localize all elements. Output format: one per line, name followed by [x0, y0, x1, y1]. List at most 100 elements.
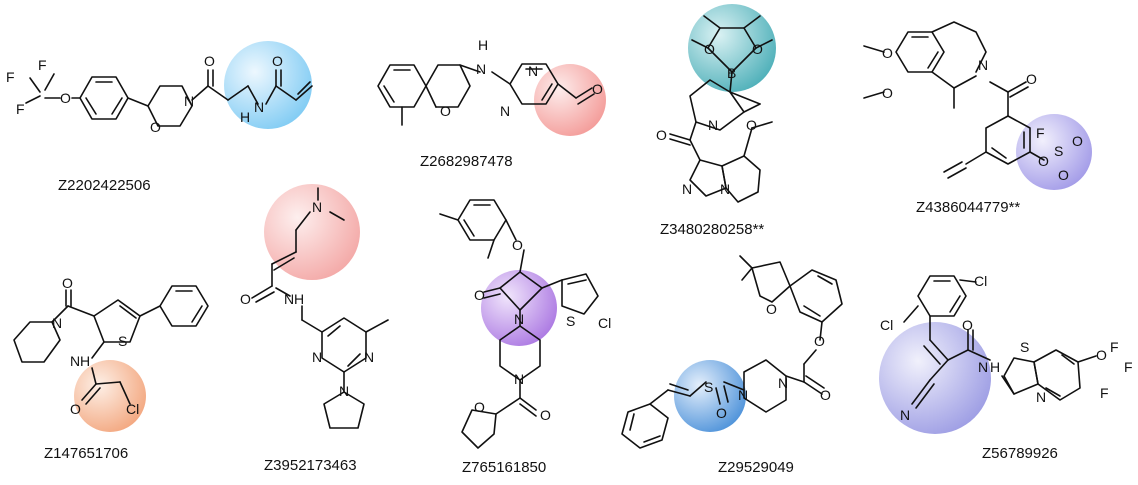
- atom-label: O: [752, 41, 763, 57]
- atom-label: N: [254, 99, 264, 115]
- atom-label: O: [766, 301, 777, 317]
- atom-label: N: [978, 359, 988, 375]
- compound-z147651706: O N S N H O Cl Z147651706: [13, 275, 209, 462]
- atom-label: Cl: [598, 315, 611, 331]
- warhead-highlight: [1016, 114, 1092, 190]
- atom-label: N: [52, 315, 62, 331]
- atom-label: O: [1026, 71, 1037, 87]
- atom-label: O: [656, 127, 667, 143]
- atom-label: S: [566, 313, 575, 329]
- atom-label: O: [540, 407, 551, 423]
- atom-label: F: [6, 69, 15, 85]
- compound-z3952173463: N O N H N N N Z3952173463: [240, 184, 389, 474]
- compound-z2682987478: H N N N O O Z2682987478: [377, 37, 606, 170]
- warhead-highlight: [534, 64, 606, 136]
- compound-z765161850: O O N S Cl N O O Z765161850: [439, 199, 611, 476]
- atom-label: O: [150, 119, 161, 135]
- atom-label: O: [204, 53, 215, 69]
- atom-label: O: [60, 90, 71, 106]
- atom-label: F: [1100, 385, 1109, 401]
- atom-label: N: [312, 349, 322, 365]
- atom-label: N: [364, 349, 374, 365]
- compound-id: Z765161850: [462, 459, 546, 476]
- atom-label: N: [1036, 389, 1046, 405]
- atom-label: S: [1054, 143, 1063, 159]
- atom-label: N: [778, 375, 788, 391]
- atom-label: O: [62, 275, 73, 291]
- atom-label: N: [708, 117, 718, 133]
- atom-label: N: [514, 371, 524, 387]
- atom-label: O: [716, 405, 727, 421]
- warhead-highlight: [74, 360, 146, 432]
- warhead-highlight: [879, 322, 991, 434]
- atom-label: N: [339, 383, 349, 399]
- atom-label: O: [882, 85, 893, 101]
- atom-label: N: [528, 63, 538, 79]
- atom-label: N: [476, 61, 486, 77]
- atom-label: O: [814, 333, 825, 349]
- atom-label: N: [738, 387, 748, 403]
- atom-label: O: [440, 103, 451, 119]
- atom-label: O: [474, 287, 485, 303]
- atom-label: O: [592, 81, 603, 97]
- atom-label: Cl: [974, 273, 987, 289]
- atom-label: O: [1072, 133, 1083, 149]
- compound-id: Z2202422506: [58, 177, 151, 194]
- atom-label: O: [272, 53, 283, 69]
- compound-id: Z3480280258**: [660, 221, 764, 238]
- warhead-highlight: [674, 360, 746, 432]
- warhead-highlight: [224, 41, 312, 129]
- atom-label: S: [1020, 339, 1029, 355]
- atom-label: N: [720, 181, 730, 197]
- atom-label: H: [240, 109, 250, 125]
- atom-label: O: [512, 237, 523, 253]
- compound-id: Z3952173463: [264, 457, 357, 474]
- atom-label: H: [80, 353, 90, 369]
- atom-label: F: [16, 101, 25, 117]
- atom-label: S: [118, 333, 127, 349]
- compound-id: Z56789926: [982, 445, 1058, 462]
- atom-label: O: [704, 41, 715, 57]
- atom-label: Cl: [126, 401, 139, 417]
- atom-label: O: [882, 45, 893, 61]
- atom-label: F: [1110, 339, 1119, 355]
- atom-label: Cl: [880, 317, 893, 333]
- atom-label: N: [284, 291, 294, 307]
- atom-label: O: [962, 317, 973, 333]
- compound-z56789926: Cl Cl O S N H N N O F F F Z56789926: [879, 273, 1133, 462]
- atom-label: O: [820, 387, 831, 403]
- atom-label: S: [704, 379, 713, 395]
- atom-label: N: [500, 103, 510, 119]
- atom-label: F: [1124, 359, 1133, 375]
- compound-z4386044779: O O N O F O S O O Z4386044779**: [863, 21, 1092, 216]
- compound-z2202422506: F F F O O N O H N O Z2202422506: [6, 41, 313, 194]
- atom-label: O: [474, 399, 485, 415]
- atom-label: N: [184, 93, 194, 109]
- atom-label: O: [746, 117, 757, 133]
- atom-label: N: [682, 181, 692, 197]
- atom-label: H: [294, 291, 304, 307]
- atom-label: H: [478, 37, 488, 53]
- atom-label: N: [312, 199, 322, 215]
- atom-label: N: [978, 57, 988, 73]
- compound-id: Z29529049: [718, 459, 794, 476]
- atom-label: B: [727, 65, 736, 81]
- atom-label: O: [1058, 167, 1069, 183]
- atom-label: O: [1096, 347, 1107, 363]
- atom-label: N: [900, 407, 910, 423]
- atom-label: N: [70, 353, 80, 369]
- atom-label: F: [38, 57, 47, 73]
- compound-z29529049: O O N O S O N Z29529049: [621, 255, 843, 476]
- atom-label: H: [990, 359, 1000, 375]
- atom-label: O: [70, 401, 81, 417]
- atom-label: F: [1036, 125, 1045, 141]
- warhead-highlight: [688, 4, 776, 92]
- compound-id: Z4386044779**: [916, 199, 1020, 216]
- compound-id: Z147651706: [44, 445, 128, 462]
- atom-label: O: [1038, 153, 1049, 169]
- compound-z3480280258: O B O N O O N N Z3480280258**: [656, 4, 776, 238]
- atom-label: O: [240, 291, 251, 307]
- compound-id: Z2682987478: [420, 153, 513, 170]
- atom-label: N: [514, 311, 524, 327]
